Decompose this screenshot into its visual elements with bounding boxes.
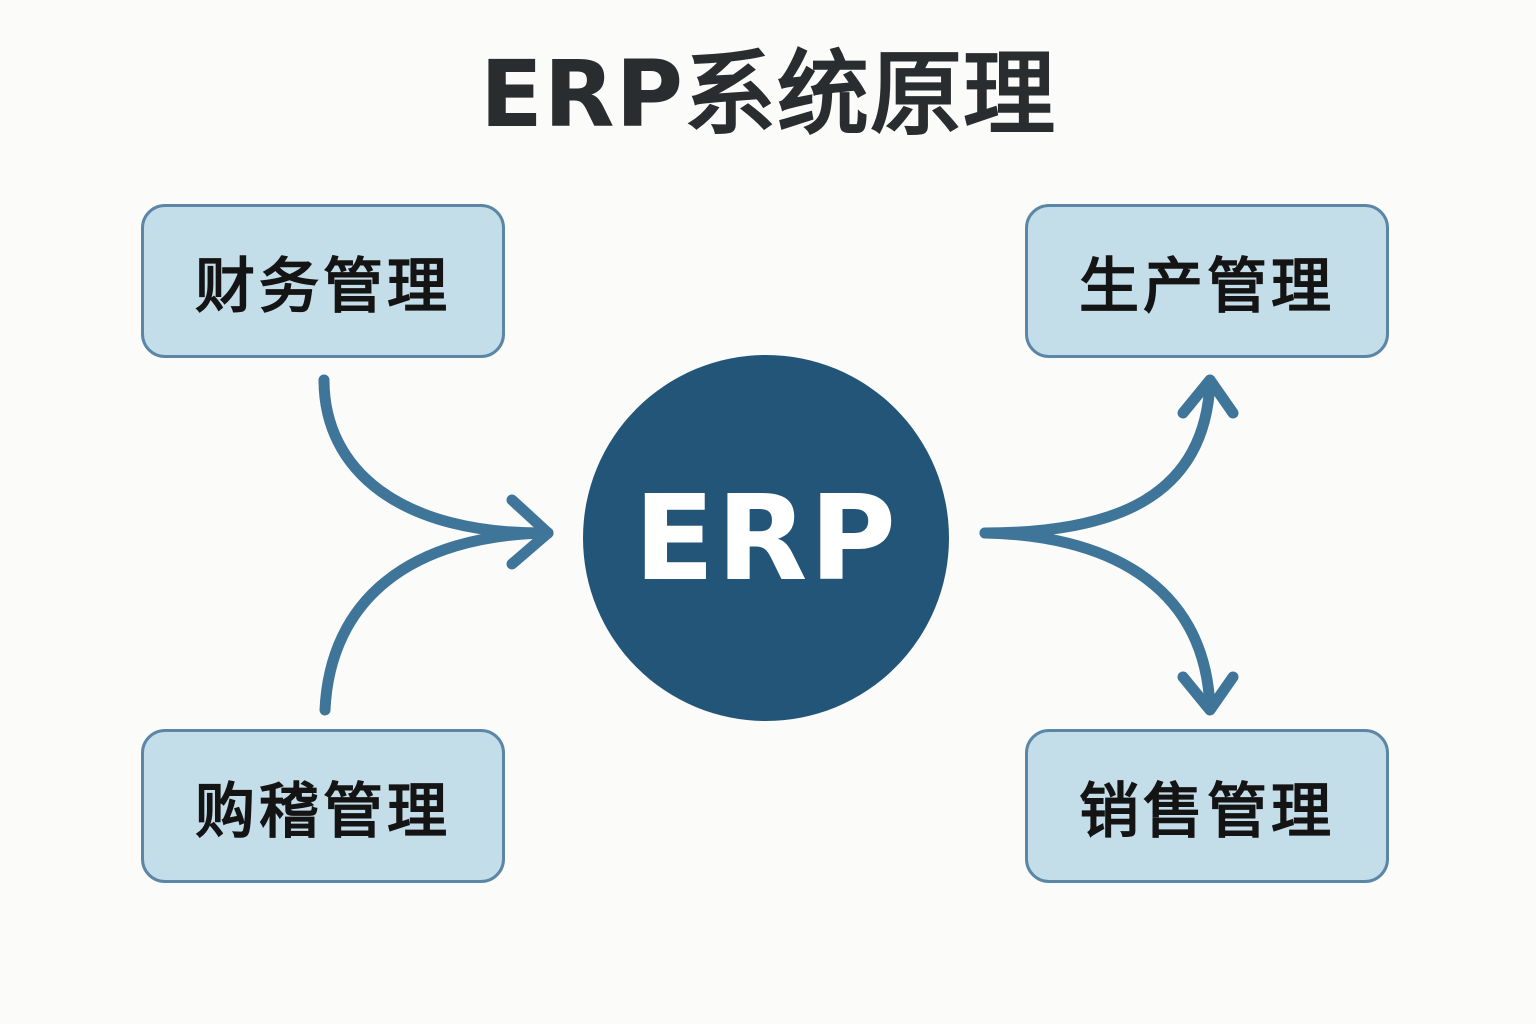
arrow-purchase-to-erp xyxy=(319,527,554,716)
module-sales: 销售管理 xyxy=(1025,729,1389,883)
module-production: 生产管理 xyxy=(1025,204,1389,358)
module-purchase: 购稽管理 xyxy=(141,729,505,883)
erp-core-circle: ERP xyxy=(583,355,949,721)
arrowhead-up-icon xyxy=(1177,374,1239,419)
module-finance: 财务管理 xyxy=(141,204,505,358)
module-production-label: 生产管理 xyxy=(1079,251,1335,322)
arrow-erp-to-production xyxy=(979,376,1216,539)
diagram-title: ERP系统原理 xyxy=(479,41,1057,148)
arrow-finance-to-erp xyxy=(318,374,554,539)
arrow-erp-to-sales xyxy=(979,527,1216,714)
module-sales-label: 销售管理 xyxy=(1079,776,1335,847)
arrowhead-down-icon xyxy=(1177,671,1239,716)
module-purchase-label: 购稽管理 xyxy=(195,776,451,847)
erp-core-label: ERP xyxy=(634,469,898,607)
arrowhead-into-erp-icon xyxy=(506,494,554,570)
module-finance-label: 财务管理 xyxy=(195,251,451,322)
